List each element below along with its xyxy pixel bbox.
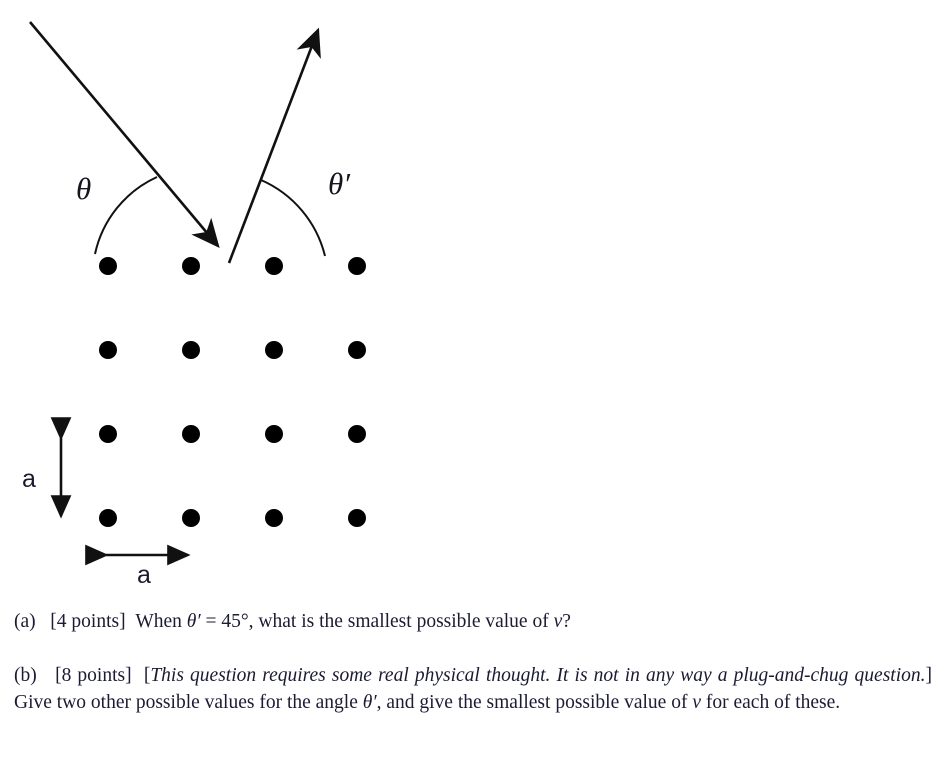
theta-angle-arc [94,176,158,255]
part-b-bracket-open: [ [143,665,151,686]
scattered-ray [227,27,321,264]
question-part-a: (a) [4 points] When θ′ = 45°, what is th… [14,608,932,635]
figure-canvas: θ θ′ [22,21,366,589]
lattice-dot [265,425,283,443]
theta-prime-label: θ′ [328,166,351,201]
part-b-text-1: Give two other possible values for the a… [14,692,363,713]
lattice-dot [99,509,117,527]
part-a-text-3: ? [562,611,571,632]
part-b-italic-note: This question requires some real physica… [150,665,926,686]
lattice-dot [348,257,366,275]
scattering-figure: θ θ′ [0,0,470,600]
question-part-b: (b) [8 points] [This question requires s… [14,662,932,716]
theta-label: θ [76,171,91,206]
incident-ray [29,21,220,248]
part-a-theta-prime: θ′ [186,611,201,632]
lattice-dot [99,341,117,359]
lattice-dot [265,341,283,359]
lattice-dot [99,425,117,443]
part-b-marker: (b) [14,665,37,686]
lattice-dot [99,257,117,275]
questions-block: (a) [4 points] When θ′ = 45°, what is th… [14,608,932,716]
horizontal-spacing-label: a [137,561,151,589]
lattice-dot [348,509,366,527]
part-a-symbol-v: v [553,611,563,632]
part-a-points: [4 points] [50,611,126,632]
part-b-theta-prime: θ′ [362,692,377,713]
part-b-text-3: for each of these. [701,692,841,713]
theta-prime-angle-arc [260,179,326,257]
lattice-dot [265,509,283,527]
lattice-dot [348,425,366,443]
part-b-points: [8 points] [55,665,132,686]
part-b-bracket-close: ] [925,665,933,686]
part-a-text-1: When [135,611,187,632]
lattice-dot [348,341,366,359]
vertical-spacing-label: a [22,465,36,493]
part-b-text-2: , and give the smallest possible value o… [376,692,693,713]
part-b-symbol-v: v [692,692,701,713]
part-a-marker: (a) [14,611,36,632]
lattice-dot [182,257,200,275]
lattice-dot-grid [99,257,366,527]
lattice-dot [265,257,283,275]
lattice-dot [182,341,200,359]
part-a-text-2: = 45°, what is the smallest possible val… [200,611,554,632]
lattice-dot [182,425,200,443]
lattice-dot [182,509,200,527]
